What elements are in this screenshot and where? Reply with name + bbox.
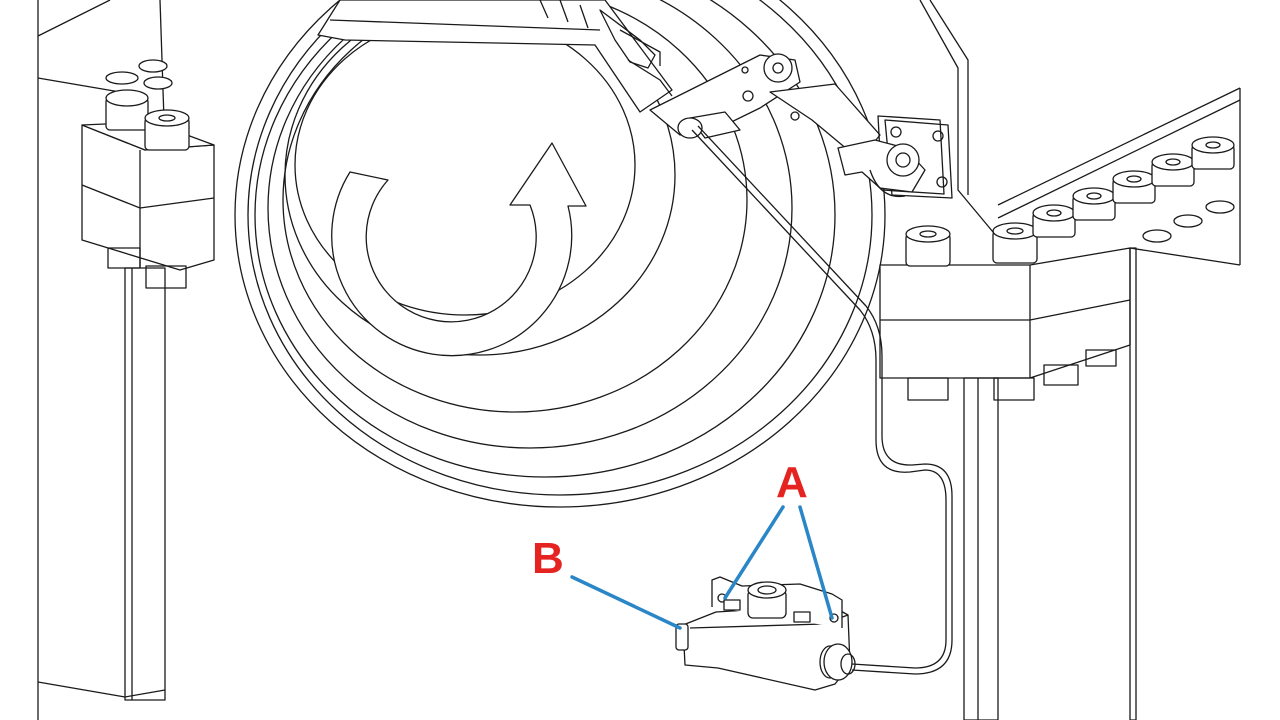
label-b: B [532, 534, 564, 583]
rotation-arrow-icon [331, 142, 587, 357]
callout-line-a-left [723, 505, 785, 600]
gear-segment [317, 0, 673, 113]
bolt-row [905, 136, 1235, 267]
right-clamp-block [879, 247, 1137, 720]
sensor-mount-plate [837, 115, 953, 199]
left-clamp-block [81, 59, 215, 289]
sensor-cable [691, 125, 953, 675]
callout-line-b [570, 575, 682, 630]
housing-frame [919, 0, 1241, 266]
callout-line-a-right [798, 505, 834, 620]
junction-box [675, 576, 856, 691]
left-frame [37, 0, 166, 720]
label-a: A [776, 458, 808, 507]
